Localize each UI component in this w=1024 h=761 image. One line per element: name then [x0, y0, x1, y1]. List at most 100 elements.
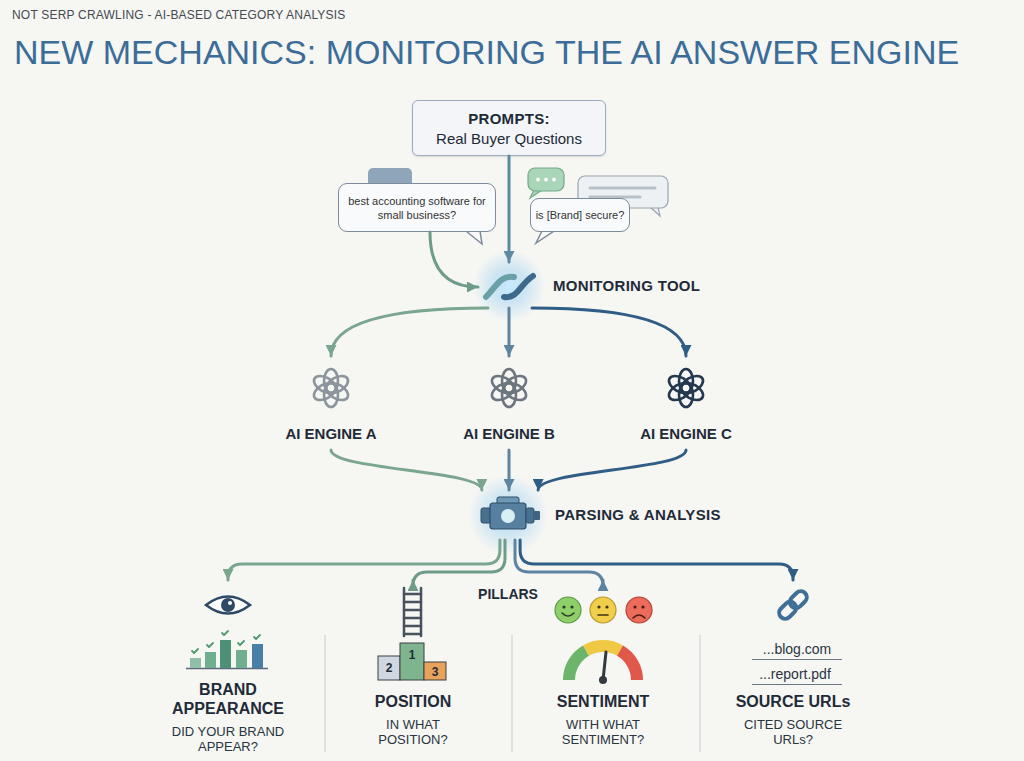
bar-chart-icon	[192, 631, 260, 653]
flow-arrow	[228, 540, 500, 580]
pillar-title: SOURCE URLs	[731, 692, 856, 711]
bubble-tail	[466, 231, 554, 244]
rank-number: 3	[432, 665, 439, 679]
flow-arrow	[331, 450, 482, 490]
ladder-icon	[404, 588, 421, 636]
smiley-face	[605, 605, 608, 608]
smiley-face	[555, 597, 652, 623]
bubble-text: is [Brand] secure?	[536, 208, 625, 222]
pillar-question: IN WHAT POSITION?	[363, 717, 463, 747]
tool-icon	[473, 250, 545, 322]
prompt-box: PROMPTS:Real Buyer Questions	[412, 100, 606, 156]
flow-arrow	[508, 308, 511, 356]
gauge-icon	[603, 652, 606, 680]
flow-arrow	[515, 540, 603, 586]
pillar-node: SENTIMENTWITH WHAT SENTIMENT?	[538, 580, 668, 758]
url-underline	[752, 659, 842, 660]
url-underline	[752, 660, 842, 685]
rank-number: 1	[409, 648, 416, 662]
engine-node: AI ENGINE B	[434, 356, 584, 450]
ladder-icon	[404, 633, 421, 636]
bubble-tail	[536, 231, 554, 243]
diagram-title: NEW MECHANICS: MONITORING THE AI ANSWER …	[14, 32, 959, 72]
gauge-icon	[620, 651, 637, 680]
tool-node: MONITORING TOOL	[478, 262, 728, 308]
flow-arrow	[538, 450, 686, 490]
column-divider	[325, 635, 326, 752]
process-label: PARSING & ANALYSIS	[555, 506, 721, 523]
pillar-title: POSITION	[351, 692, 476, 711]
chain-link-icon	[777, 589, 810, 622]
tool-label: MONITORING TOOL	[553, 277, 700, 294]
speech-bubble: is [Brand] secure?	[530, 198, 630, 232]
podium-icon	[378, 656, 400, 680]
bar-chart-icon	[207, 643, 213, 647]
gauge-icon	[569, 651, 586, 680]
podium-icon	[400, 643, 424, 680]
ladder-icon	[404, 593, 421, 596]
gauge-icon	[586, 646, 620, 651]
process-node: PARSING & ANALYSIS	[474, 490, 714, 540]
smiley-face	[633, 615, 645, 618]
podium-icon	[424, 662, 446, 680]
smiley-face	[590, 597, 616, 623]
eye-icon	[228, 601, 232, 605]
smiley-face	[641, 605, 644, 608]
bar-chart-icon	[220, 640, 231, 668]
rank-number: 2	[386, 661, 393, 675]
flow-arrow	[508, 450, 511, 490]
column-divider	[700, 635, 701, 752]
ladder-icon	[404, 625, 421, 628]
smiley-face	[626, 597, 652, 623]
engine-label: AI ENGINE A	[256, 425, 406, 442]
header-tag: NOT SERP CRAWLING - AI-BASED CATEGORY AN…	[12, 8, 346, 22]
engine-label: AI ENGINE B	[434, 425, 584, 442]
green-chat-bubble	[536, 178, 540, 182]
engine-node: AI ENGINE C	[611, 356, 761, 450]
eye-icon	[206, 597, 250, 614]
flow-arrow	[520, 540, 793, 580]
pillar-question: WITH WHAT SENTIMENT?	[548, 717, 658, 747]
engine-icon	[526, 508, 534, 523]
bar-chart-icon	[222, 631, 228, 635]
column-divider	[512, 635, 513, 752]
bar-chart-icon	[186, 631, 268, 669]
flow-arrow	[413, 540, 505, 586]
bar-chart-icon	[190, 658, 201, 668]
box-heading: PROMPTS:	[468, 110, 550, 127]
bar-chart-icon	[252, 644, 263, 668]
engine-label: AI ENGINE C	[611, 425, 761, 442]
engine-icon	[534, 511, 540, 520]
bar-chart-icon	[205, 652, 216, 668]
flow-arrow	[331, 308, 488, 356]
smiley-face	[633, 605, 636, 608]
ai-engine-icon	[489, 369, 529, 407]
ladder-icon	[404, 617, 421, 620]
bubble-tail	[466, 231, 482, 244]
pillar-node: BRAND APPEARANCE DID YOUR BRAND APPEAR?	[163, 580, 293, 758]
engine-icon	[490, 503, 526, 529]
bar-chart-icon	[254, 635, 260, 639]
url-text: ...blog.com	[763, 641, 831, 657]
pillar-title: BRAND APPEARANCE	[166, 680, 291, 718]
url-underline	[752, 684, 842, 685]
pillar-question: DID YOUR BRAND APPEAR?	[171, 724, 286, 754]
flow-arrow	[508, 156, 511, 262]
smiley-face	[570, 605, 573, 608]
engine-icon	[468, 475, 548, 555]
ladder-icon	[404, 601, 421, 604]
smiley-face	[555, 597, 581, 623]
section-label: PILLARS	[478, 586, 538, 602]
smiley-face	[562, 613, 574, 616]
speech-bubble: best accounting software for small busin…	[338, 183, 496, 232]
flow-arrow	[532, 308, 686, 356]
smiley-face	[598, 614, 608, 616]
gauge-icon	[599, 676, 607, 684]
smiley-face	[555, 597, 581, 623]
engine-icon	[468, 475, 548, 555]
green-chat-bubble	[544, 178, 548, 182]
green-chat-bubble	[528, 168, 564, 191]
column-divider	[325, 635, 700, 752]
